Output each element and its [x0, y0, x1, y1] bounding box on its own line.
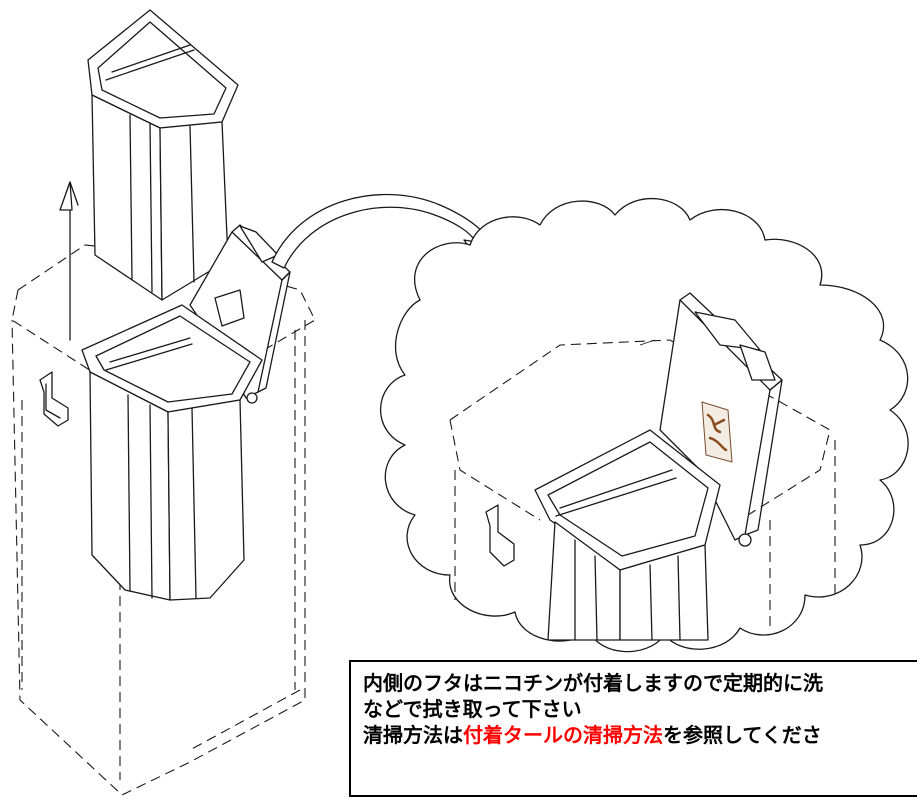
inner-lid-left [189, 224, 291, 404]
cleaning-note: 内側のフタはニコチンが付着しますので定期的に洗 などで拭き取って下さい 清掃方法… [349, 660, 917, 797]
nicotine-stain [701, 401, 733, 463]
note-line-3-suffix: を参照してくださ [663, 723, 822, 747]
lift-arrow-icon [59, 181, 79, 341]
inner-bin-lifted [87, 9, 239, 301]
inner-bin-zoom [534, 429, 721, 641]
tar-cleaning-reference: 付着タールの清掃方法 [463, 723, 663, 747]
inner-bin-seated [81, 304, 263, 601]
zoom-bubble [380, 197, 909, 653]
note-line-3: 清掃方法は付着タールの清掃方法を参照してくださ [363, 722, 917, 748]
cabinet-handle [39, 371, 69, 427]
note-line-2: などで拭き取って下さい [363, 697, 582, 721]
note-line-3-prefix: 清掃方法は [363, 723, 463, 747]
cabinet-handle-zoom [485, 504, 515, 567]
note-line-1: 内側のフタはニコチンが付着しますので定期的に洗 [363, 671, 823, 695]
cabinet-outline-left [11, 244, 316, 796]
